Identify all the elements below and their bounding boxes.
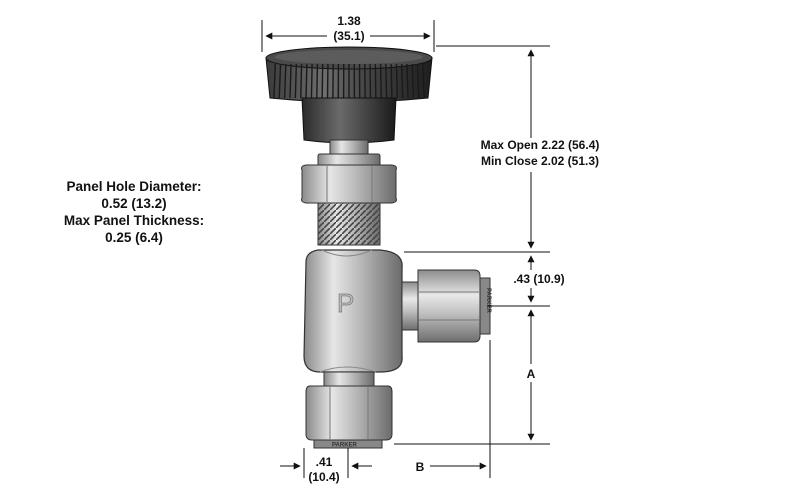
max-open-dimension: Max Open 2.22 (56.4) [481, 138, 600, 152]
knob-rib [316, 63, 319, 99]
packing-nut [301, 164, 397, 204]
valve-stem [317, 139, 381, 167]
knob-rib [411, 63, 415, 99]
port-offset-dimension: .43 (10.9) [513, 272, 564, 286]
knob-rib [321, 63, 324, 99]
bottom-outlet-fitting: PARKER [305, 371, 393, 449]
knob-rib [273, 63, 276, 99]
knob-rib [310, 63, 313, 99]
panel-specs: Panel Hole Diameter: 0.52 (13.2) Max Pan… [64, 179, 204, 245]
panel-mount-thread [317, 202, 381, 246]
knob-rib [283, 63, 287, 99]
knob-rib [289, 63, 292, 99]
knob-rib [422, 63, 425, 99]
knob-rib [406, 63, 409, 99]
panel-hole-label: Panel Hole Diameter: [66, 179, 201, 194]
panel-thickness-label: Max Panel Thickness: [64, 213, 204, 228]
dimension-labels: 1.38 (35.1) Max Open 2.22 (56.4) Min Clo… [308, 14, 599, 484]
knob-rib [395, 63, 398, 99]
knob-rib [278, 63, 282, 99]
dimension-b-label: B [416, 460, 425, 474]
top-width-mm: (35.1) [333, 29, 364, 43]
min-close-dimension: Min Close 2.02 (51.3) [481, 154, 599, 168]
dimension-a-label: A [527, 367, 536, 381]
knob-rib [379, 63, 382, 99]
bottom-width-mm: (10.4) [308, 470, 339, 484]
side-outlet-fitting: PARKER [401, 269, 491, 343]
knob-rib [385, 63, 388, 99]
panel-thickness-value: 0.25 (6.4) [105, 230, 163, 245]
bottom-width-inches: .41 [316, 455, 333, 469]
knob-rib [305, 63, 308, 99]
valve-body: P [303, 249, 403, 373]
knob-rib [416, 63, 420, 99]
side-fitting-mark: PARKER [485, 288, 491, 314]
knob-grip-ribs [273, 63, 425, 99]
knob-rib [374, 63, 377, 99]
knob-rib [294, 63, 298, 99]
dimension-lines [261, 20, 550, 478]
bottom-fitting-mark: PARKER [332, 443, 358, 449]
knob-rib [400, 63, 404, 99]
knob-hub [301, 97, 397, 144]
knob-rib [300, 63, 303, 99]
panel-hole-value: 0.52 (13.2) [101, 196, 166, 211]
body-logo: P [337, 288, 354, 318]
knob-rib [390, 63, 393, 99]
knob [265, 46, 433, 103]
top-width-inches: 1.38 [337, 14, 361, 28]
